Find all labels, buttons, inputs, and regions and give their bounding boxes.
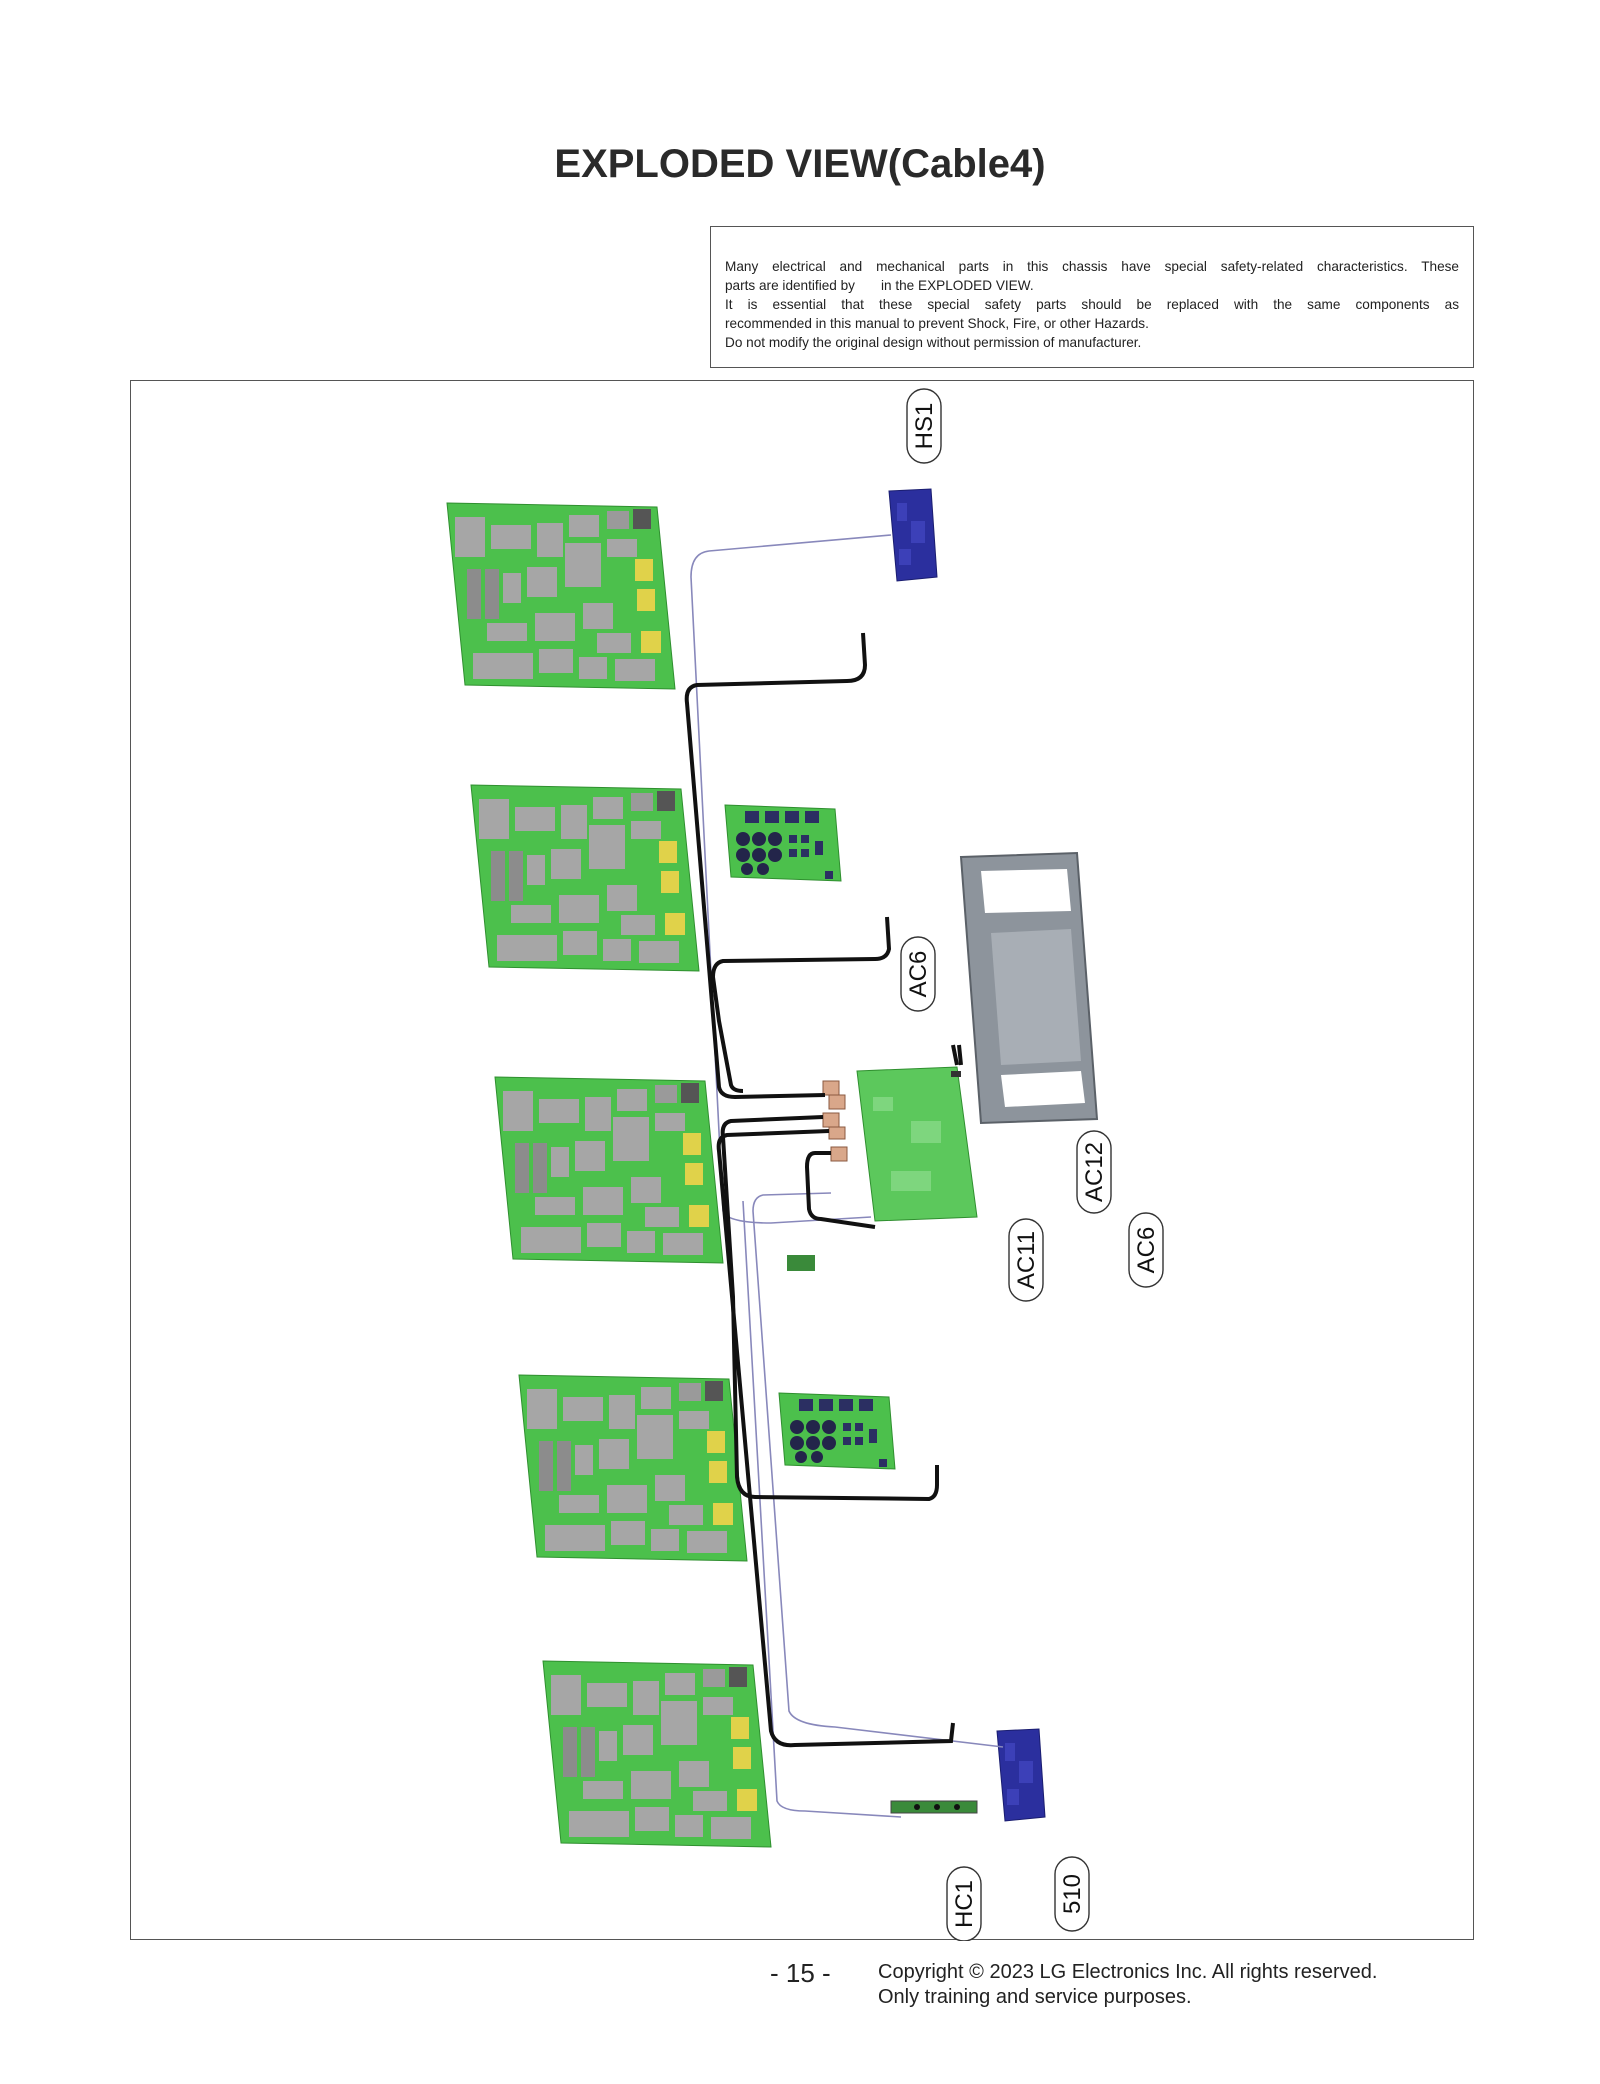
callout-ac11-label: AC11 bbox=[1013, 1231, 1040, 1289]
callout-ac6-top-label: AC6 bbox=[905, 951, 932, 998]
notice-line-4: recommended in this manual to prevent Sh… bbox=[725, 316, 1149, 331]
small-module bbox=[787, 1255, 815, 1271]
ir-board-510 bbox=[890, 1800, 978, 1814]
connector-hs1-part bbox=[888, 488, 938, 582]
page-title: EXPLODED VIEW(Cable4) bbox=[554, 142, 1046, 186]
notice-line-5: Do not modify the original design withou… bbox=[725, 335, 1142, 350]
callout-ac6-bottom-label: AC6 bbox=[1133, 1227, 1160, 1274]
small-board-1 bbox=[724, 804, 842, 882]
notice-line-3: It is essential that these special safet… bbox=[725, 297, 1459, 312]
connector-bottom-part bbox=[996, 1728, 1046, 1822]
callout-ac6-bottom: AC6 bbox=[1128, 1212, 1164, 1288]
main-board-5 bbox=[542, 1660, 772, 1848]
cable-2 bbox=[710, 916, 892, 1093]
main-board-3 bbox=[494, 1076, 724, 1264]
callout-hc1: HC1 bbox=[946, 1866, 982, 1941]
cable-1 bbox=[684, 632, 868, 1100]
ac-connectors bbox=[822, 1080, 848, 1162]
copyright-line-1: Copyright © 2023 LG Electronics Inc. All… bbox=[878, 1961, 1378, 1983]
main-board-4 bbox=[518, 1374, 748, 1562]
exploded-view-svg: HS1 AC6 AC12 AC11 AC6 HC1 510 bbox=[446, 388, 1164, 1941]
copyright-block: Copyright © 2023 LG Electronics Inc. All… bbox=[878, 1960, 1377, 2010]
callout-hs1-label: HS1 bbox=[911, 403, 938, 450]
main-board-2 bbox=[470, 784, 700, 972]
notice-line-2: parts are identified by in the EXPLODED V… bbox=[725, 276, 1459, 295]
power-board bbox=[856, 1044, 978, 1222]
safety-notice-box: Many electrical and mechanical parts in … bbox=[710, 226, 1474, 368]
callout-ac11: AC11 bbox=[1008, 1218, 1044, 1302]
wire-bottom bbox=[742, 1200, 902, 1818]
cable-5 bbox=[804, 1151, 876, 1229]
notice-line-1: Many electrical and mechanical parts in … bbox=[725, 259, 1459, 274]
callout-ac6-top: AC6 bbox=[900, 936, 936, 1012]
callout-510-label: 510 bbox=[1059, 1874, 1086, 1914]
callout-ac12: AC12 bbox=[1076, 1130, 1112, 1214]
callout-ac12-label: AC12 bbox=[1081, 1142, 1108, 1202]
page-number: - 15 - bbox=[770, 1958, 831, 1988]
small-board-2 bbox=[778, 1392, 896, 1470]
notice-line-2b: in the EXPLODED VIEW. bbox=[880, 278, 1034, 293]
copyright-line-2: Only training and service purposes. bbox=[878, 1986, 1192, 2008]
exploded-view-diagram: HS1 AC6 AC12 AC11 AC6 HC1 510 bbox=[130, 380, 1474, 1941]
metal-bracket bbox=[959, 851, 1099, 1125]
callout-510: 510 bbox=[1054, 1856, 1090, 1932]
cable-4 bbox=[716, 1129, 955, 1748]
cable-3 bbox=[720, 1115, 939, 1502]
wire-mid bbox=[752, 1192, 1004, 1748]
callout-hc1-label: HC1 bbox=[951, 1880, 978, 1928]
callout-hs1: HS1 bbox=[906, 388, 942, 464]
notice-line-2a: parts are identified by bbox=[725, 278, 855, 293]
main-board-1 bbox=[446, 502, 676, 690]
